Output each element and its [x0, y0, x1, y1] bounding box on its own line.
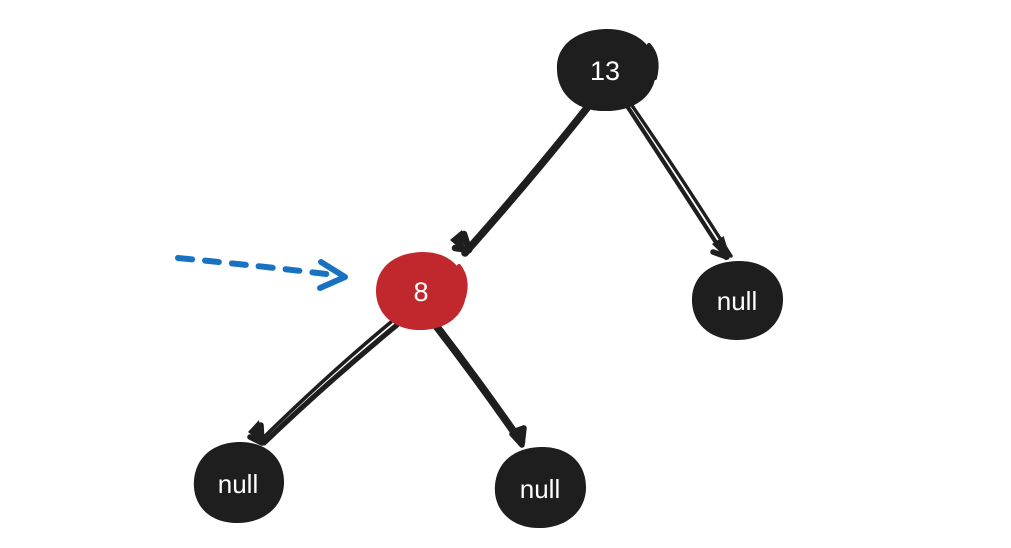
edge-8-to-null-right	[431, 322, 527, 448]
node-shape-13	[556, 28, 657, 112]
node-label-13: 13	[590, 56, 620, 86]
pointer-to-node-8[interactable]	[175, 255, 348, 291]
edge-13-to-null-right	[624, 102, 733, 261]
node-label-null-right-of-13: null	[717, 286, 757, 316]
node-null-right-of-13[interactable]: null	[691, 260, 784, 341]
node-label-null-left-of-8: null	[218, 469, 258, 499]
pointer-dashed-line	[175, 255, 337, 278]
node-label-null-right-of-8: null	[520, 474, 560, 504]
edges-group	[247, 102, 733, 448]
node-shape-null-right-of-8	[494, 446, 587, 529]
edge-8-to-null-left	[247, 320, 400, 446]
node-sketch-overstroke-8	[457, 264, 468, 299]
edge-13-to-8	[450, 104, 591, 257]
node-shape-null-left-of-8	[193, 441, 285, 524]
node-root-13[interactable]: 13	[556, 28, 659, 112]
node-shape-null-right-of-13	[691, 260, 784, 341]
node-null-right-of-8[interactable]: null	[494, 446, 587, 529]
node-shape-8	[376, 251, 466, 330]
node-sketch-overstroke-13	[647, 43, 659, 80]
pointer-arrowhead-icon	[317, 259, 348, 291]
node-8[interactable]: 8	[376, 251, 468, 330]
node-null-left-of-8[interactable]: null	[193, 441, 285, 524]
node-label-8: 8	[413, 277, 428, 307]
